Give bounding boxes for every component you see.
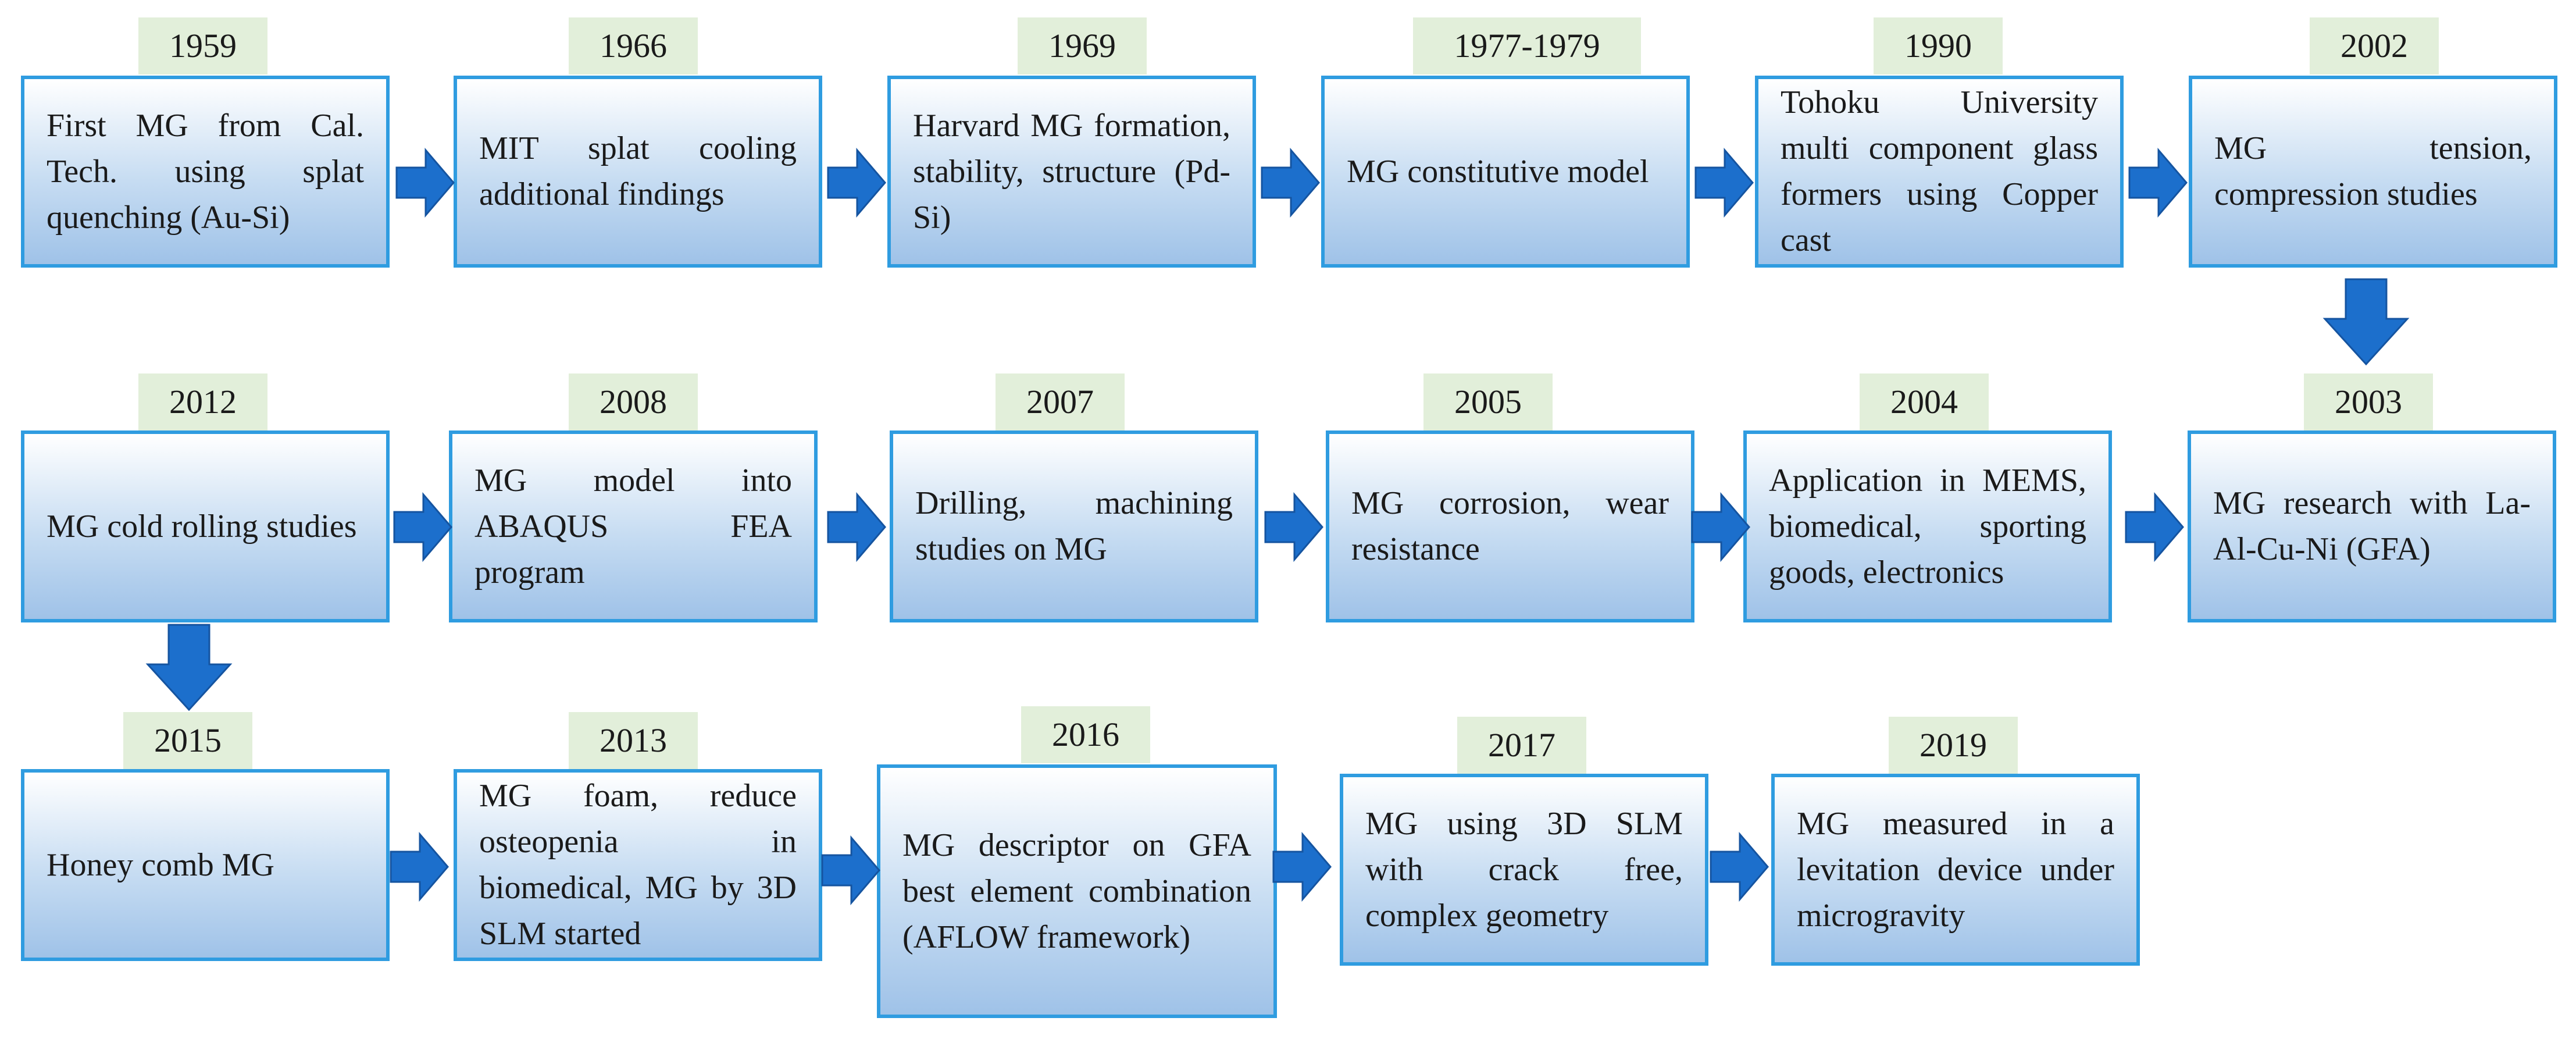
right-arrow-icon xyxy=(1261,148,1320,218)
event-text-2002: MG tension, compression studies xyxy=(2214,130,2532,212)
event-text-1966: MIT splat cooling additional findings xyxy=(479,130,797,212)
event-text-2016: MG descriptor on GFA best element combin… xyxy=(902,827,1251,955)
year-label-2008: 2008 xyxy=(569,373,698,430)
event-box-2005: MG corrosion, wear resistance xyxy=(1326,430,1694,622)
year-label-2012: 2012 xyxy=(138,373,267,430)
right-arrow-icon xyxy=(827,492,886,562)
event-text-2012: MG cold rolling studies xyxy=(47,508,357,545)
event-box-1966: MIT splat cooling additional findings xyxy=(454,76,822,268)
right-arrow-icon xyxy=(393,492,452,562)
year-label-1977-1979: 1977-1979 xyxy=(1413,17,1641,74)
event-text-2003: MG research with La-Al-Cu-Ni (GFA) xyxy=(2213,485,2531,567)
event-box-2007: Drilling, machining studies on MG xyxy=(890,430,1258,622)
year-label-2004: 2004 xyxy=(1860,373,1989,430)
right-arrow-icon xyxy=(821,835,880,905)
event-box-2008: MG model into ABAQUS FEA program xyxy=(449,430,818,622)
right-arrow-icon xyxy=(827,148,886,218)
right-arrow-icon xyxy=(2125,492,2184,562)
down-arrow-icon xyxy=(2322,278,2410,365)
year-label-2016: 2016 xyxy=(1021,706,1150,763)
year-label-1959: 1959 xyxy=(138,17,267,74)
event-box-1977-1979: MG constitutive model xyxy=(1321,76,1690,268)
year-label-2002: 2002 xyxy=(2310,17,2439,74)
event-text-2007: Drilling, machining studies on MG xyxy=(915,485,1233,567)
event-box-1990: Tohoku University multi component glass … xyxy=(1755,76,2124,268)
right-arrow-icon xyxy=(1272,832,1332,902)
event-box-2019: MG measured in a levitation device under… xyxy=(1771,774,2140,966)
event-text-1959: First MG from Cal. Tech. using splat que… xyxy=(47,107,364,236)
right-arrow-icon xyxy=(1710,832,1769,902)
event-text-1990: Tohoku University multi component glass … xyxy=(1781,84,2098,258)
right-arrow-icon xyxy=(395,148,455,218)
event-box-1969: Harvard MG formation, stability, structu… xyxy=(887,76,1256,268)
year-label-2015: 2015 xyxy=(123,712,252,769)
event-box-2004: Application in MEMS, biomedical, sportin… xyxy=(1743,430,2112,622)
year-label-2003: 2003 xyxy=(2304,373,2433,430)
event-text-2004: Application in MEMS, biomedical, sportin… xyxy=(1769,462,2086,590)
event-text-2015: Honey comb MG xyxy=(47,846,274,883)
right-arrow-icon xyxy=(1694,148,1754,218)
event-text-2005: MG corrosion, wear resistance xyxy=(1351,485,1669,567)
year-label-2019: 2019 xyxy=(1889,717,2018,774)
year-label-2017: 2017 xyxy=(1457,717,1586,774)
year-label-1990: 1990 xyxy=(1874,17,2003,74)
right-arrow-icon xyxy=(2128,148,2188,218)
event-text-2013: MG foam, reduce osteopenia in biomedical… xyxy=(479,778,797,952)
event-box-2015: Honey comb MG xyxy=(21,769,390,961)
right-arrow-icon xyxy=(390,832,449,902)
event-box-2016: MG descriptor on GFA best element combin… xyxy=(877,764,1277,1018)
year-label-2013: 2013 xyxy=(569,712,698,769)
event-text-1969: Harvard MG formation, stability, structu… xyxy=(913,107,1230,236)
year-label-1969: 1969 xyxy=(1018,17,1147,74)
year-label-2005: 2005 xyxy=(1423,373,1553,430)
down-arrow-icon xyxy=(145,624,233,711)
event-box-1959: First MG from Cal. Tech. using splat que… xyxy=(21,76,390,268)
right-arrow-icon xyxy=(1264,492,1323,562)
event-text-2008: MG model into ABAQUS FEA program xyxy=(474,462,792,590)
year-label-2007: 2007 xyxy=(996,373,1125,430)
event-box-2002: MG tension, compression studies xyxy=(2189,76,2557,268)
event-text-2019: MG measured in a levitation device under… xyxy=(1797,805,2114,934)
event-box-2013: MG foam, reduce osteopenia in biomedical… xyxy=(454,769,822,961)
event-box-2012: MG cold rolling studies xyxy=(21,430,390,622)
event-text-2017: MG using 3D SLM with crack free, complex… xyxy=(1365,805,1683,934)
year-label-1966: 1966 xyxy=(569,17,698,74)
event-text-1977-1979: MG constitutive model xyxy=(1347,153,1649,190)
event-box-2017: MG using 3D SLM with crack free, complex… xyxy=(1340,774,1708,966)
right-arrow-icon xyxy=(1691,492,1750,562)
event-box-2003: MG research with La-Al-Cu-Ni (GFA) xyxy=(2188,430,2556,622)
